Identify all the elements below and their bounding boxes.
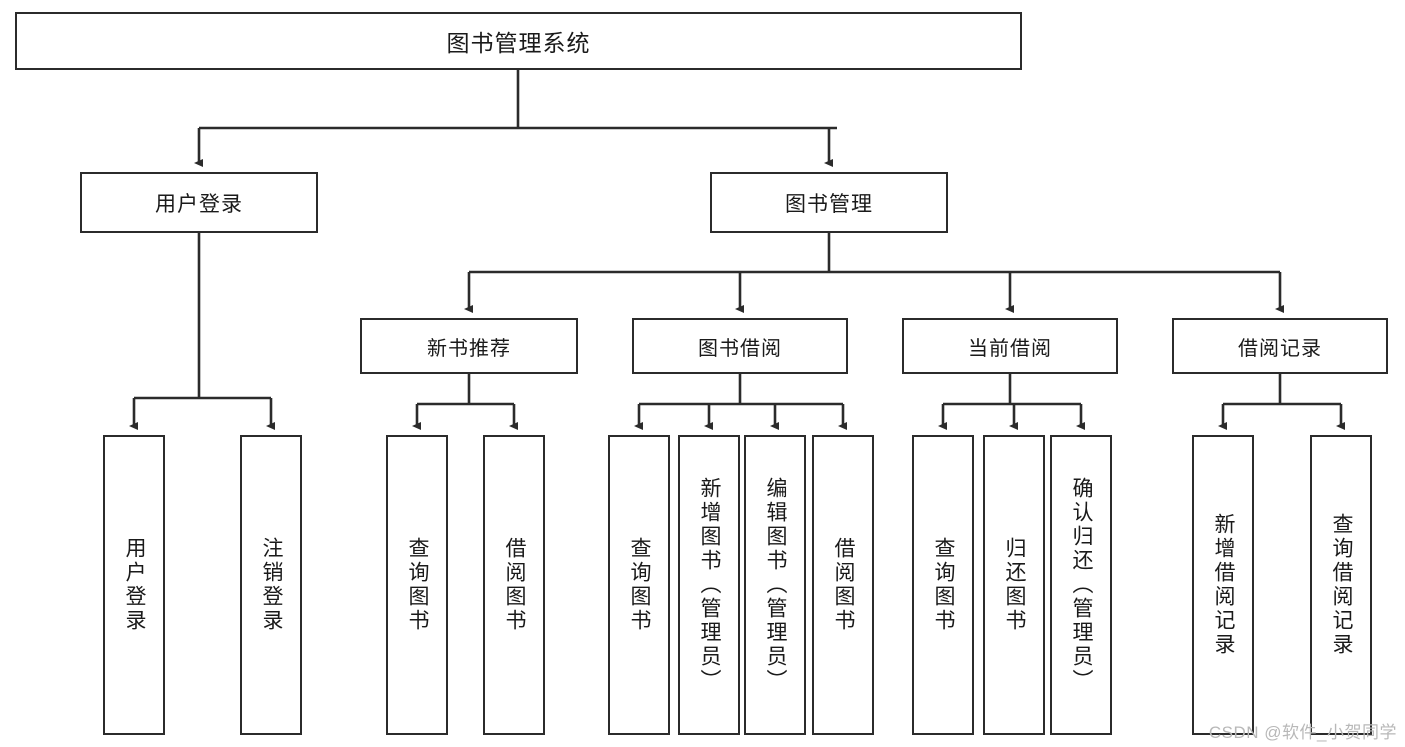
node-root-system[interactable]: 图书管理系统 (15, 12, 1022, 70)
node-root-label: 图书管理系统 (446, 30, 591, 56)
node-leaf-label: 查询图书 (932, 537, 956, 633)
node-leaf-query-book-borrow[interactable]: 查询图书 (608, 435, 670, 735)
node-leaf-label: 注销登录 (260, 537, 284, 633)
node-book-management[interactable]: 图书管理 (710, 172, 948, 233)
node-new-book-recommend[interactable]: 新书推荐 (360, 318, 578, 374)
node-leaf-query-book-newbook[interactable]: 查询图书 (386, 435, 448, 735)
node-current-borrow[interactable]: 当前借阅 (902, 318, 1118, 374)
node-new-book-recommend-label: 新书推荐 (427, 337, 511, 360)
node-leaf-edit-book-admin[interactable]: 编辑图书（管理员） (744, 435, 806, 735)
node-leaf-label: 查询借阅记录 (1330, 513, 1354, 657)
node-leaf-label: 编辑图书（管理员） (764, 477, 788, 693)
node-leaf-query-book-current[interactable]: 查询图书 (912, 435, 974, 735)
node-leaf-label: 新增借阅记录 (1212, 513, 1236, 657)
node-leaf-label: 归还图书 (1003, 537, 1027, 633)
node-leaf-user-login[interactable]: 用户登录 (103, 435, 165, 735)
node-leaf-label: 查询图书 (406, 537, 430, 633)
node-leaf-logout-login[interactable]: 注销登录 (240, 435, 302, 735)
node-borrow-record-label: 借阅记录 (1238, 337, 1322, 360)
node-book-management-label: 图书管理 (785, 192, 873, 216)
node-user-login-label: 用户登录 (155, 192, 243, 216)
node-leaf-label: 查询图书 (628, 537, 652, 633)
node-leaf-label: 用户登录 (123, 537, 147, 633)
node-book-borrow-label: 图书借阅 (698, 337, 782, 360)
node-book-borrow[interactable]: 图书借阅 (632, 318, 848, 374)
node-leaf-query-borrow-record[interactable]: 查询借阅记录 (1310, 435, 1372, 735)
node-leaf-label: 确认归还（管理员） (1070, 477, 1094, 693)
node-leaf-add-book-admin[interactable]: 新增图书（管理员） (678, 435, 740, 735)
node-current-borrow-label: 当前借阅 (968, 337, 1052, 360)
node-leaf-borrow-book-newbook[interactable]: 借阅图书 (483, 435, 545, 735)
node-leaf-label: 新增图书（管理员） (698, 477, 722, 693)
node-user-login[interactable]: 用户登录 (80, 172, 318, 233)
node-borrow-record[interactable]: 借阅记录 (1172, 318, 1388, 374)
node-leaf-confirm-return-admin[interactable]: 确认归还（管理员） (1050, 435, 1112, 735)
node-leaf-add-borrow-record[interactable]: 新增借阅记录 (1192, 435, 1254, 735)
node-leaf-label: 借阅图书 (503, 537, 527, 633)
node-leaf-borrow-book[interactable]: 借阅图书 (812, 435, 874, 735)
node-leaf-return-book[interactable]: 归还图书 (983, 435, 1045, 735)
node-leaf-label: 借阅图书 (832, 537, 856, 633)
